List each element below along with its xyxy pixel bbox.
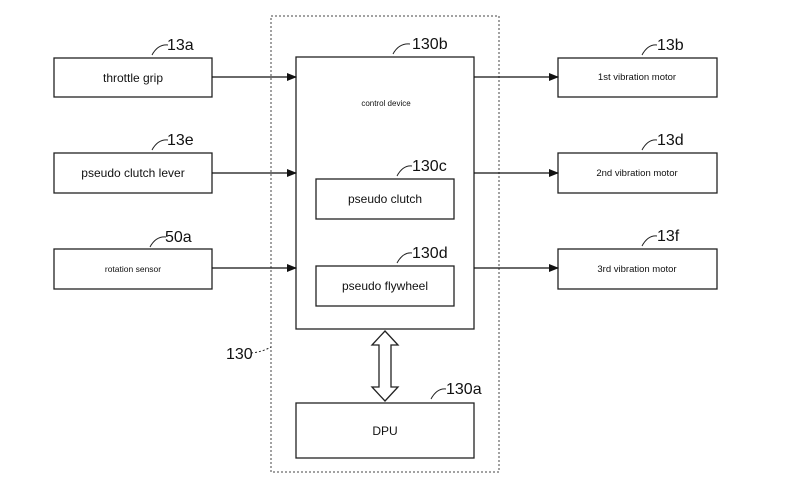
rotation-sensor-ref: 50a [165,229,192,246]
dpu-ref: 130a [446,381,482,398]
rotation-sensor-block [53,248,213,290]
vibration-motor-2-label: 2nd vibration motor [596,168,677,179]
pseudo-flywheel-label: pseudo flywheel [342,279,428,293]
vibration-motor-1-leader [641,44,658,56]
bidirectional-arrow [370,330,400,402]
unit-ref: 130 [226,346,253,363]
rotation-sensor-label: rotation sensor [105,264,161,274]
vibration-motor-1-ref: 13b [657,37,684,54]
pseudo-clutch-ref: 130c [412,158,447,175]
control-device-leader [392,43,411,55]
dpu-block [295,402,475,459]
pseudo-clutch-label: pseudo clutch [348,192,422,206]
dpu-label: DPU [372,424,397,438]
throttle-grip-leader [151,44,169,56]
unit-ref-leader [250,346,272,354]
pseudo-clutch-lever-label: pseudo clutch lever [81,166,184,180]
vibration-motor-2-ref: 13d [657,132,684,149]
throttle-grip-label: throttle grip [103,71,163,85]
pseudo-clutch-lever-block [53,152,213,194]
pseudo-clutch-lever-ref: 13e [167,132,194,149]
pseudo-flywheel-block [315,265,455,307]
vibration-motor-3-leader [641,235,658,247]
control-device-ref: 130b [412,36,448,53]
pseudo-clutch-lever-leader [151,139,169,151]
dpu-leader [430,388,447,400]
control-device-label: control device [361,99,411,108]
throttle-grip-block [53,57,213,98]
vibration-motor-3-ref: 13f [657,228,680,245]
unit-boundary [270,15,500,473]
vibration-motor-3-block [557,248,718,290]
pseudo-flywheel-leader [396,252,413,264]
throttle-grip-ref: 13a [167,37,194,54]
vibration-motor-1-block [557,57,718,98]
pseudo-flywheel-ref: 130d [412,245,448,262]
vibration-motor-2-leader [641,139,658,151]
pseudo-clutch-block [315,178,455,220]
vibration-motor-3-label: 3rd vibration motor [597,264,676,275]
vibration-motor-1-label: 1st vibration motor [598,72,676,83]
rotation-sensor-leader [149,236,167,248]
pseudo-clutch-leader [396,165,413,177]
